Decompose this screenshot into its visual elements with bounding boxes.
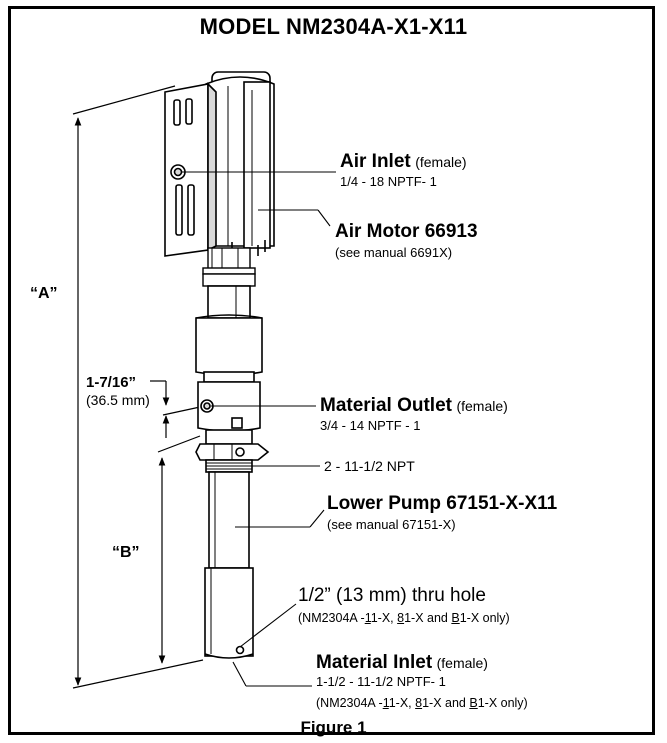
air-motor xyxy=(164,71,275,257)
material-outlet-callout: Material Outlet (female) xyxy=(320,396,508,415)
thru-hole-model-1-rest: 1-X, xyxy=(370,611,398,625)
material-outlet-name: Material Outlet xyxy=(320,395,452,416)
thru-hole-model-8: 8 xyxy=(397,611,405,625)
air-inlet-spec: 1/4 - 18 NPTF- 1 xyxy=(340,174,437,189)
dimension-offset-metric: (36.5 mm) xyxy=(86,392,150,408)
figure-caption: Figure 1 xyxy=(300,718,367,737)
dimension-a xyxy=(72,85,204,689)
material-inlet-spec: 1-1/2 - 11-1/2 NPTF- 1 xyxy=(316,674,446,689)
material-inlet-callout: Material Inlet (female) xyxy=(316,653,488,672)
bung-thread-spec: 2 - 11-1/2 NPT xyxy=(324,458,415,474)
material-inlet-model-1-rest: 1-X, xyxy=(388,696,416,710)
figure-title: MODEL NM2304A-X1-X11 xyxy=(199,14,468,39)
material-inlet-qualifier: (female) xyxy=(436,655,488,671)
dimension-offset-label: 1-7/16” xyxy=(86,374,137,391)
lower-pump xyxy=(204,471,254,659)
figure-frame xyxy=(8,6,655,735)
air-inlet-qualifier: (female) xyxy=(415,154,467,170)
material-outlet-spec: 3/4 - 14 NPTF - 1 xyxy=(320,418,421,433)
material-inlet-model-b-rest: 1-X only) xyxy=(477,696,528,710)
dimension-b-label: “B” xyxy=(112,544,140,561)
material-inlet-note: (NM2304A -11-X, 81-X and B1-X only) xyxy=(316,697,528,710)
thru-hole-model-8-rest: 1-X and xyxy=(404,611,452,625)
lower-pump-name: Lower Pump 67151-X-X11 xyxy=(327,493,558,514)
thru-hole-note-prefix: (NM2304A - xyxy=(298,611,365,625)
material-outlet-qualifier: (female) xyxy=(456,398,508,414)
material-inlet-model-8-rest: 1-X and xyxy=(422,696,470,710)
dimension-offset xyxy=(150,380,201,438)
material-inlet-model-8: 8 xyxy=(415,696,423,710)
material-inlet-note-prefix: (NM2304A - xyxy=(316,696,383,710)
dimension-b xyxy=(157,435,201,664)
thru-hole-model-b-rest: 1-X only) xyxy=(459,611,510,625)
material-inlet-model-b: B xyxy=(469,696,478,710)
thru-hole-note: (NM2304A -11-X, 81-X and B1-X only) xyxy=(298,612,510,625)
thru-hole-name: 1/2” (13 mm) thru hole xyxy=(298,585,486,606)
air-inlet-callout: Air Inlet (female) xyxy=(340,152,467,171)
thru-hole-model-1: 1 xyxy=(364,611,371,625)
material-inlet-name: Material Inlet xyxy=(316,652,433,673)
air-motor-note: (see manual 6691X) xyxy=(335,245,453,260)
callout-leaders xyxy=(181,171,336,687)
dimension-a-label: “A” xyxy=(30,285,58,302)
motor-base xyxy=(202,247,256,287)
material-inlet-model-1: 1 xyxy=(382,696,389,710)
thru-hole-model-b: B xyxy=(451,611,460,625)
pump-tube-upper xyxy=(195,285,263,445)
air-inlet-name: Air Inlet xyxy=(340,151,411,172)
air-motor-name: Air Motor 66913 xyxy=(335,221,478,242)
bung-adapter xyxy=(195,443,270,473)
lower-pump-note: (see manual 67151-X) xyxy=(327,517,456,532)
